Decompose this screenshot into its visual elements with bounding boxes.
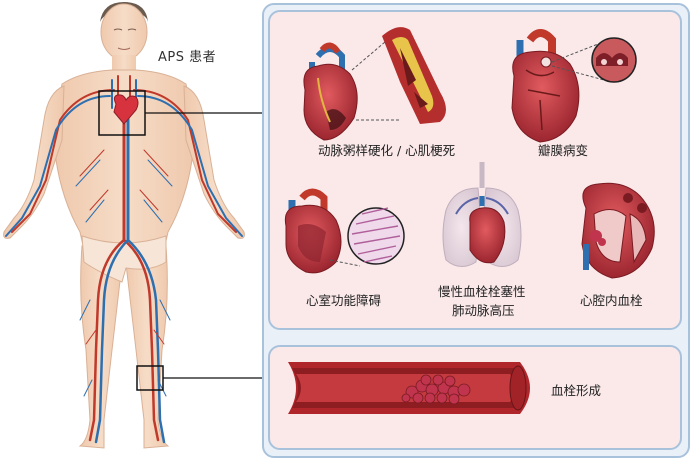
human-body-illustration xyxy=(3,2,245,449)
thrombosis-label: 血栓形成 xyxy=(551,383,602,398)
cteph-label-line1: 慢性血栓栓塞性 xyxy=(438,284,526,299)
ventricular-dysfunction-label: 心室功能障碍 xyxy=(306,293,382,308)
valve-disease-label: 瓣膜病变 xyxy=(538,143,589,158)
patient-label: APS 患者 xyxy=(158,50,217,65)
atherosclerosis-label: 动脉粥样硬化 / 心肌梗死 xyxy=(318,143,456,158)
human-figure: APS 患者 xyxy=(0,0,260,462)
thrombosis-box xyxy=(268,345,682,450)
cardiac-manifestations-box xyxy=(268,10,682,330)
intracardiac-thrombus-label: 心腔内血栓 xyxy=(580,293,643,308)
cteph-label-line2: 肺动脉高压 xyxy=(452,303,515,318)
